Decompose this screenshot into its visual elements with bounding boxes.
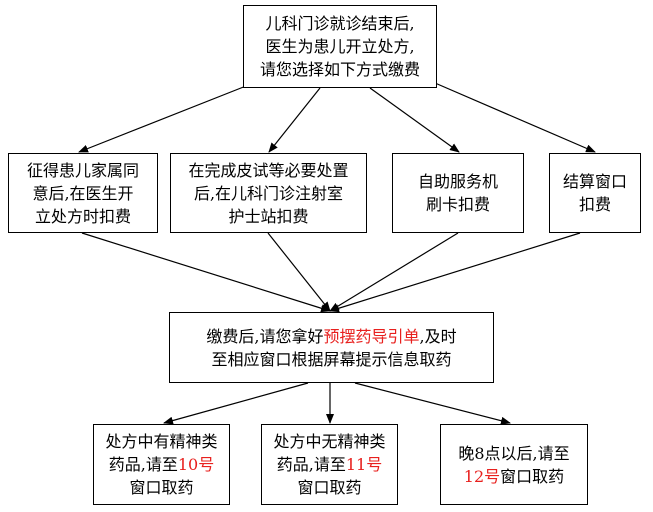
lower1-line-2: 药品,请至10号 (105, 453, 217, 476)
arrow-middle-to-lower1 (163, 382, 309, 425)
option4-line-1: 结算窗口 (562, 172, 627, 191)
arrow-top-to-option2 (268, 87, 321, 153)
guide-slip-highlight: 预摆药导引单 (323, 326, 420, 346)
lower3-line-2: 12号窗口取药 (458, 465, 569, 488)
after-payment-box: 缴费后,请您拿好预摆药导引单,及时 至相应窗口根据屏幕提示信息取药 (169, 312, 494, 383)
lower2-line-2-prefix: 药品,请至 (276, 455, 346, 474)
payment-start-box: 儿科门诊就诊结束后, 医生为患儿开立处方, 请您选择如下方式缴费 (243, 5, 437, 88)
option1-line-1: 征得患儿家属同 (26, 160, 139, 180)
option3-line-2: 刷卡扣费 (425, 195, 490, 214)
middle-line-2: 至相应窗口根据屏幕提示信息取药 (211, 349, 452, 369)
option1-line-3: 立处方时扣费 (34, 206, 131, 226)
lower2-line-3: 窗口取药 (297, 478, 362, 497)
option-settlement-window-box: 结算窗口 扣费 (549, 153, 641, 233)
lower2-line-1: 处方中无精神类 (273, 432, 386, 451)
lower2-line-2: 药品,请至11号 (273, 453, 385, 476)
top-line-3: 请您选择如下方式缴费 (259, 60, 420, 79)
arrow-top-to-option4 (434, 82, 596, 153)
option-nurse-station-box: 在完成皮试等必要处置 后,在儿科门诊注射室 护士站扣费 (170, 153, 367, 233)
middle-line-1: 缴费后,请您拿好预摆药导引单,及时 (206, 325, 456, 348)
lower1-line-2-prefix: 药品,请至 (108, 455, 178, 474)
window-12-box: 晚8点以后,请至 12号窗口取药 (440, 424, 588, 505)
option2-line-3: 护士站扣费 (228, 206, 309, 226)
arrow-option3-to-middle (329, 232, 459, 312)
option-self-service-box: 自助服务机 刷卡扣费 (392, 153, 524, 233)
option3-line-1: 自助服务机 (417, 172, 498, 191)
middle-line-1-suffix: ,及时 (419, 326, 457, 346)
middle-line-1-prefix: 缴费后,请您拿好 (206, 326, 324, 346)
lower1-line-1: 处方中有精神类 (105, 432, 218, 451)
option1-line-2: 意后,在医生开 (32, 183, 134, 203)
window-10-box: 处方中有精神类 药品,请至10号 窗口取药 (93, 424, 230, 505)
arrow-option4-to-middle (329, 232, 581, 313)
arrow-middle-to-lower3 (354, 382, 511, 425)
lower3-line-1: 晚8点以后,请至 (458, 443, 570, 463)
window-11-box: 处方中无精神类 药品,请至11号 窗口取药 (261, 424, 398, 505)
option4-line-2: 扣费 (578, 195, 611, 214)
window-12-number: 12号 (463, 466, 501, 486)
arrow-top-to-option3 (369, 87, 460, 153)
window-10-number: 10号 (177, 455, 215, 474)
top-line-1: 儿科门诊就诊结束后, (265, 14, 415, 33)
option-doctor-charge-box: 征得患儿家属同 意后,在医生开 立处方时扣费 (8, 153, 158, 233)
option2-line-1: 在完成皮试等必要处置 (188, 160, 349, 180)
arrow-option2-to-middle (267, 232, 331, 312)
top-line-2: 医生为患儿开立处方, (265, 37, 415, 56)
option2-line-2: 后,在儿科门诊注射室 (193, 183, 344, 203)
lower1-line-3: 窗口取药 (129, 478, 194, 497)
arrow-top-to-option1 (78, 85, 247, 153)
arrow-option1-to-middle (81, 232, 331, 313)
window-11-number: 11号 (345, 455, 383, 474)
lower3-line-2-suffix: 窗口取药 (500, 466, 565, 486)
